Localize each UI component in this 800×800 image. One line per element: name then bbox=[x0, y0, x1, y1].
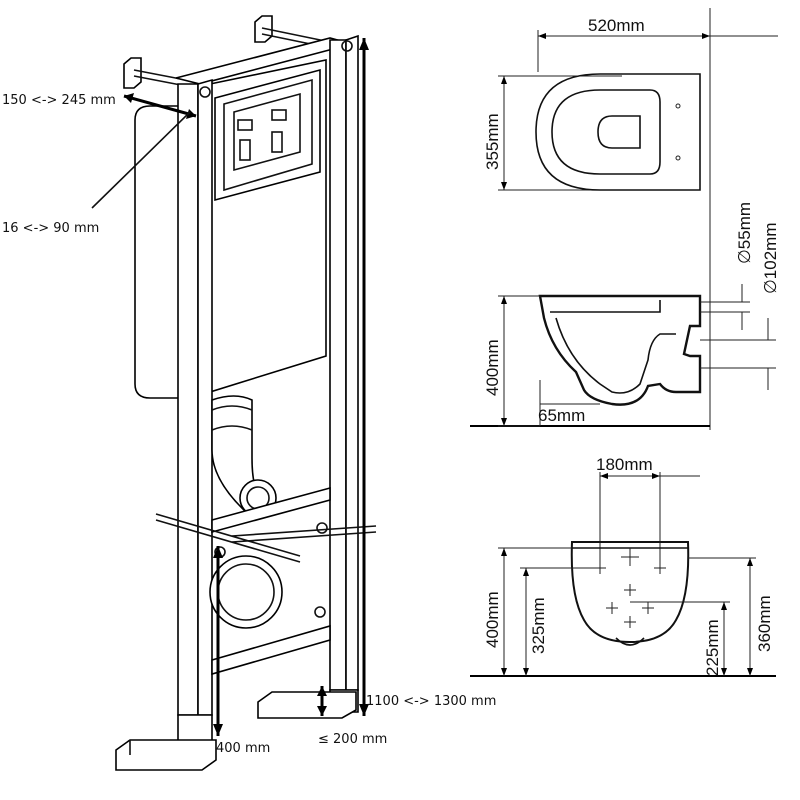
fixing-holes bbox=[594, 548, 666, 628]
height-range-label: 1100 <-> 1300 mm bbox=[366, 694, 496, 709]
front-total-height-label: 400mm bbox=[483, 591, 502, 648]
mounting-rods bbox=[155, 513, 377, 563]
bolt-height-label: 325mm bbox=[529, 597, 548, 654]
inner-diameter-label: ∅55mm bbox=[735, 202, 754, 264]
middle-crossbar bbox=[211, 486, 331, 534]
left-foot bbox=[115, 714, 217, 771]
outlet-height-label: 225mm bbox=[703, 619, 722, 676]
top-width-label: 520mm bbox=[588, 16, 645, 35]
flush-plate-opening bbox=[214, 68, 321, 202]
top-view-drawing bbox=[498, 8, 778, 430]
left-upright bbox=[177, 78, 213, 716]
top-depth-label: 355mm bbox=[483, 113, 502, 170]
side-view-drawing bbox=[470, 284, 776, 427]
frame-dimension-lines bbox=[91, 38, 369, 736]
wall-frame-drawing bbox=[115, 15, 377, 771]
bowl-outline-side bbox=[538, 294, 702, 406]
seat-outline-top bbox=[551, 89, 661, 175]
right-foot bbox=[257, 689, 359, 719]
bowl-outline-front bbox=[570, 541, 690, 644]
bolt-spacing-label: 180mm bbox=[596, 455, 653, 474]
leg-height-label: 400 mm bbox=[216, 741, 270, 756]
drain-pipe bbox=[211, 395, 277, 517]
floor-offset-label: 65mm bbox=[538, 406, 585, 425]
outlet-ring bbox=[209, 555, 326, 629]
wall-gap-label: 16 <-> 90 mm bbox=[2, 221, 99, 236]
side-height-label: 400mm bbox=[483, 339, 502, 396]
right-upright bbox=[329, 34, 359, 691]
foot-height-label: ≤ 200 mm bbox=[318, 732, 387, 747]
bowl-height-label: 360mm bbox=[755, 595, 774, 652]
front-view-drawing bbox=[470, 472, 776, 677]
side-distance-label: 150 <-> 245 mm bbox=[2, 93, 116, 108]
lower-crossbar bbox=[211, 624, 331, 676]
bowl-outline-top bbox=[535, 73, 701, 191]
outer-diameter-label: ∅102mm bbox=[761, 223, 780, 295]
